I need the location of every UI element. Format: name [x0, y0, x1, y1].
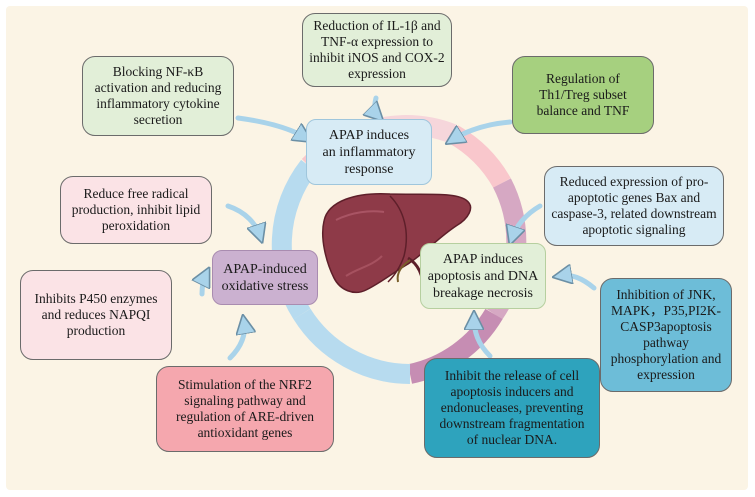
arrow-th1treg [452, 119, 513, 140]
arrow-nfkb [235, 115, 306, 138]
box-nfkb: Blocking NF-κB activation and reducing i… [82, 56, 234, 136]
hub-apoptosis: APAP induces apoptosis and DNA breakage … [420, 243, 546, 309]
arrow-free-radical [225, 203, 260, 236]
box-bax-caspase: Reduced expression of pro- apoptotic gen… [544, 166, 724, 246]
arrow-p450 [202, 274, 206, 297]
ring-segment-top-right [447, 125, 511, 189]
ring-segment-bottom [293, 308, 411, 384]
box-jnk-mapk: Inhibition of JNK, MAPK，P35,PI2K- CASP3a… [600, 278, 732, 392]
box-nrf2: Stimulation of the NRF2 signaling pathwa… [156, 366, 334, 452]
arrow-nrf2 [227, 322, 244, 361]
box-p450: Inhibits P450 enzymes and reduces NAPQI … [20, 270, 172, 360]
hub-oxidative-stress: APAP-induced oxidative stress [212, 250, 318, 305]
ring-segment-bottom-right [407, 308, 503, 384]
arrow-il1b [375, 95, 378, 116]
box-cell-inducers: Inhibit the release of cell apoptosis in… [424, 358, 600, 458]
arrow-bax [512, 203, 543, 238]
box-th1treg: Regulation of Th1/Treg subset balance an… [512, 56, 654, 134]
arrow-jnk [560, 276, 597, 291]
hub-inflammatory: APAP induces an inflammatory response [306, 119, 432, 185]
arrow-inducers [474, 318, 493, 359]
liver-icon [322, 192, 472, 294]
diagram-canvas: APAP induces an inflammatory response AP… [6, 6, 748, 490]
box-il1b-tnf: Reduction of IL-1β and TNF-α expression … [302, 13, 452, 87]
box-free-radical: Reduce free radical production, inhibit … [60, 176, 212, 244]
